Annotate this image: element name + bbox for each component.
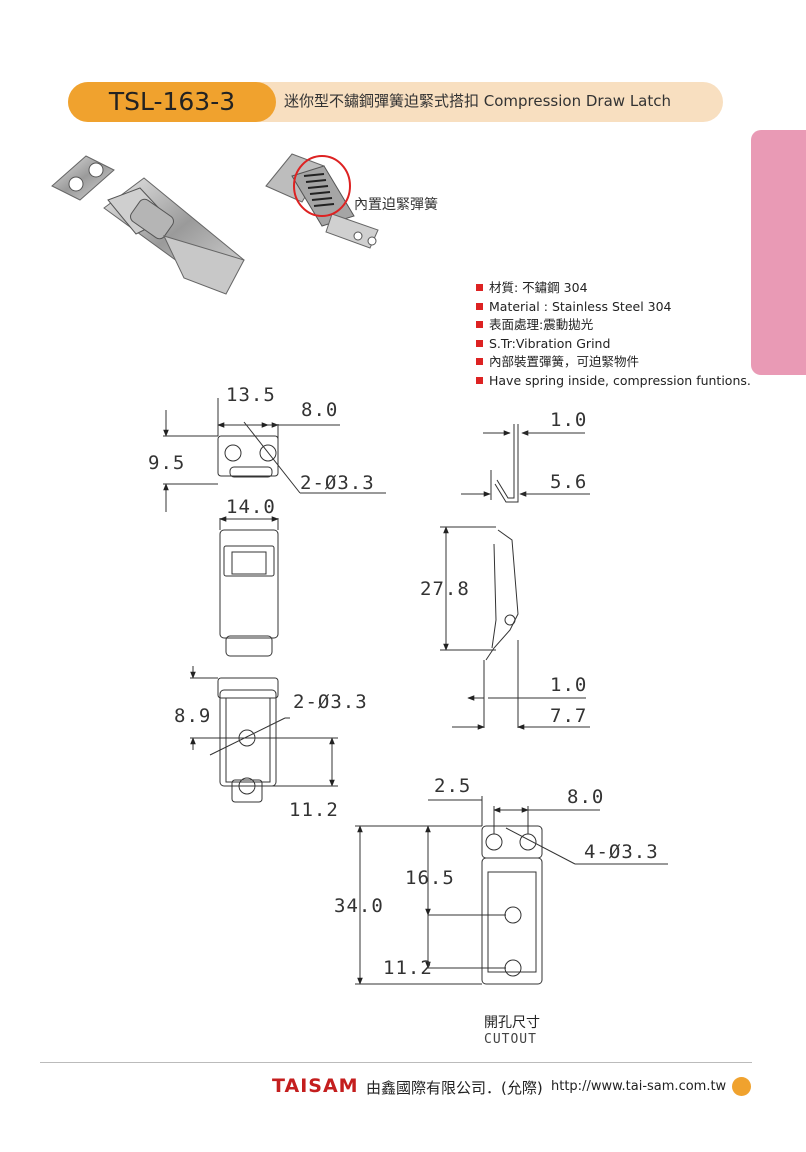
dim-label: 4-Ø3.3: [584, 841, 659, 863]
company-name: 由鑫國際有限公司．(允際): [366, 1079, 543, 1097]
bullet-icon: [476, 302, 483, 310]
cutout-view: [355, 796, 668, 985]
dim-label: 13.5: [226, 384, 276, 406]
keeper-side-view: [461, 424, 590, 503]
spec-text: S.Tr:Vibration Grind: [489, 335, 611, 351]
dim-label: 2-Ø3.3: [300, 472, 375, 494]
bullet-icon: [476, 321, 483, 329]
dim-label: 5.6: [550, 471, 588, 493]
cutout-label: 開孔尺寸 CUTOUT: [484, 1012, 540, 1047]
cutout-label-zh: 開孔尺寸: [484, 1015, 540, 1031]
keeper-top-view: [163, 398, 386, 512]
dim-label: 8.9: [174, 705, 212, 727]
spec-text: 表面處理:震動拋光: [489, 317, 594, 333]
cutout-label-en: CUTOUT: [484, 1032, 537, 1047]
spring-callout-label: 內置迫緊彈簧: [354, 197, 438, 213]
bullet-icon: [476, 358, 483, 366]
dim-label: 16.5: [405, 867, 455, 889]
spec-item: Material : Stainless Steel 304: [476, 298, 751, 317]
dim-label: 2-Ø3.3: [293, 691, 368, 713]
spec-item: Have spring inside, compression funtions…: [476, 372, 751, 391]
spring-detail-photo: [265, 153, 379, 249]
bullet-icon: [476, 376, 483, 384]
latch-front-view: [219, 516, 279, 657]
dim-label: 11.2: [383, 957, 433, 979]
dim-label: 34.0: [334, 895, 384, 917]
spec-list: 材質: 不鏽鋼 304 Material : Stainless Steel 3…: [476, 279, 751, 391]
dim-label: 7.7: [550, 705, 588, 727]
orange-dot-icon: [732, 1077, 751, 1096]
dim-label: 27.8: [420, 578, 470, 600]
page-title: 迷你型不鏽鋼彈簧迫緊式搭扣 Compression Draw Latch: [284, 92, 671, 110]
brand-logo: TAISAM: [272, 1075, 359, 1097]
spec-item: S.Tr:Vibration Grind: [476, 335, 751, 354]
dim-label: 9.5: [148, 452, 186, 474]
dim-label: 1.0: [550, 674, 588, 696]
latch-bottom-view: [190, 666, 338, 803]
dim-label: 14.0: [226, 496, 276, 518]
spec-text: 材質: 不鏽鋼 304: [489, 280, 588, 295]
latch-side-view: [440, 526, 590, 730]
dim-label: 11.2: [289, 799, 339, 821]
dim-label: 8.0: [301, 399, 339, 421]
spec-text: Material : Stainless Steel 304: [489, 298, 672, 314]
model-badge: TSL-163-3: [68, 82, 276, 122]
dim-label: 1.0: [550, 409, 588, 431]
dim-label: 8.0: [567, 786, 605, 808]
model-number: TSL-163-3: [108, 87, 236, 116]
spec-item: 內部裝置彈簧，可迫緊物件: [476, 353, 751, 372]
product-photo: [51, 155, 245, 295]
spec-text: 內部裝置彈簧，可迫緊物件: [489, 354, 640, 370]
dim-label: 2.5: [434, 775, 472, 797]
spec-item: 材質: 不鏽鋼 304: [476, 279, 751, 298]
footer-divider: [40, 1062, 752, 1063]
bullet-icon: [476, 284, 483, 291]
bullet-icon: [476, 339, 483, 347]
spec-item: 表面處理:震動拋光: [476, 316, 751, 335]
side-tab[interactable]: [751, 130, 806, 375]
spec-text: Have spring inside, compression funtions…: [489, 372, 751, 388]
website-link[interactable]: http://www.tai-sam.com.tw: [551, 1079, 727, 1094]
